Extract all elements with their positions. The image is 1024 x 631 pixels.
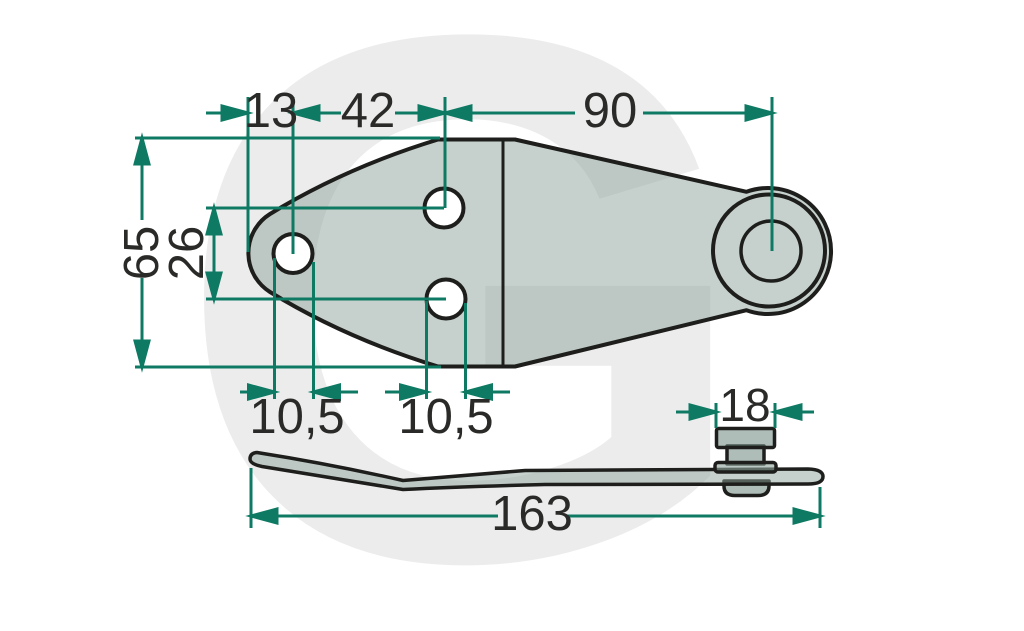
arrow-90-right <box>744 104 778 122</box>
arrow-105b-right <box>459 383 493 401</box>
side-view-boss-cap <box>714 426 777 450</box>
arrow-18-left <box>688 403 722 421</box>
dim-label-65: 65 <box>115 226 169 281</box>
arrow-65-top <box>133 132 151 166</box>
arrow-13-left <box>220 104 254 122</box>
pivot-boss-circle <box>711 192 827 309</box>
top-view-outline <box>246 137 833 369</box>
arrow-163-left <box>245 507 279 525</box>
arrow-26-top <box>205 202 223 236</box>
dim-label-105-left: 10,5 <box>249 390 344 444</box>
dim-label-163: 163 <box>491 487 573 541</box>
dim-label-18: 18 <box>719 379 770 431</box>
arrow-42-right <box>417 104 451 122</box>
arrow-105b-left <box>399 383 433 401</box>
arrow-13-right <box>287 104 321 122</box>
dimension-lines <box>133 97 826 528</box>
arrow-65-bottom <box>133 339 151 373</box>
dim-label-26: 26 <box>160 226 214 281</box>
dim-label-90: 90 <box>583 84 638 138</box>
arrow-163-right <box>792 507 826 525</box>
arrow-105a-right <box>307 383 341 401</box>
arrow-105a-left <box>247 383 281 401</box>
dim-label-42: 42 <box>341 84 396 138</box>
dim-label-105-mid: 10,5 <box>398 390 493 444</box>
side-view-blade <box>248 450 825 492</box>
side-view <box>248 426 825 498</box>
arrow-90-left <box>439 104 473 122</box>
dimension-labels: 13 42 90 65 26 10,5 10,5 18 163 <box>115 84 771 541</box>
arrow-18-right <box>769 403 803 421</box>
dim-label-13: 13 <box>244 84 299 138</box>
arrow-26-bottom <box>205 271 223 305</box>
side-view-flange <box>713 460 778 474</box>
